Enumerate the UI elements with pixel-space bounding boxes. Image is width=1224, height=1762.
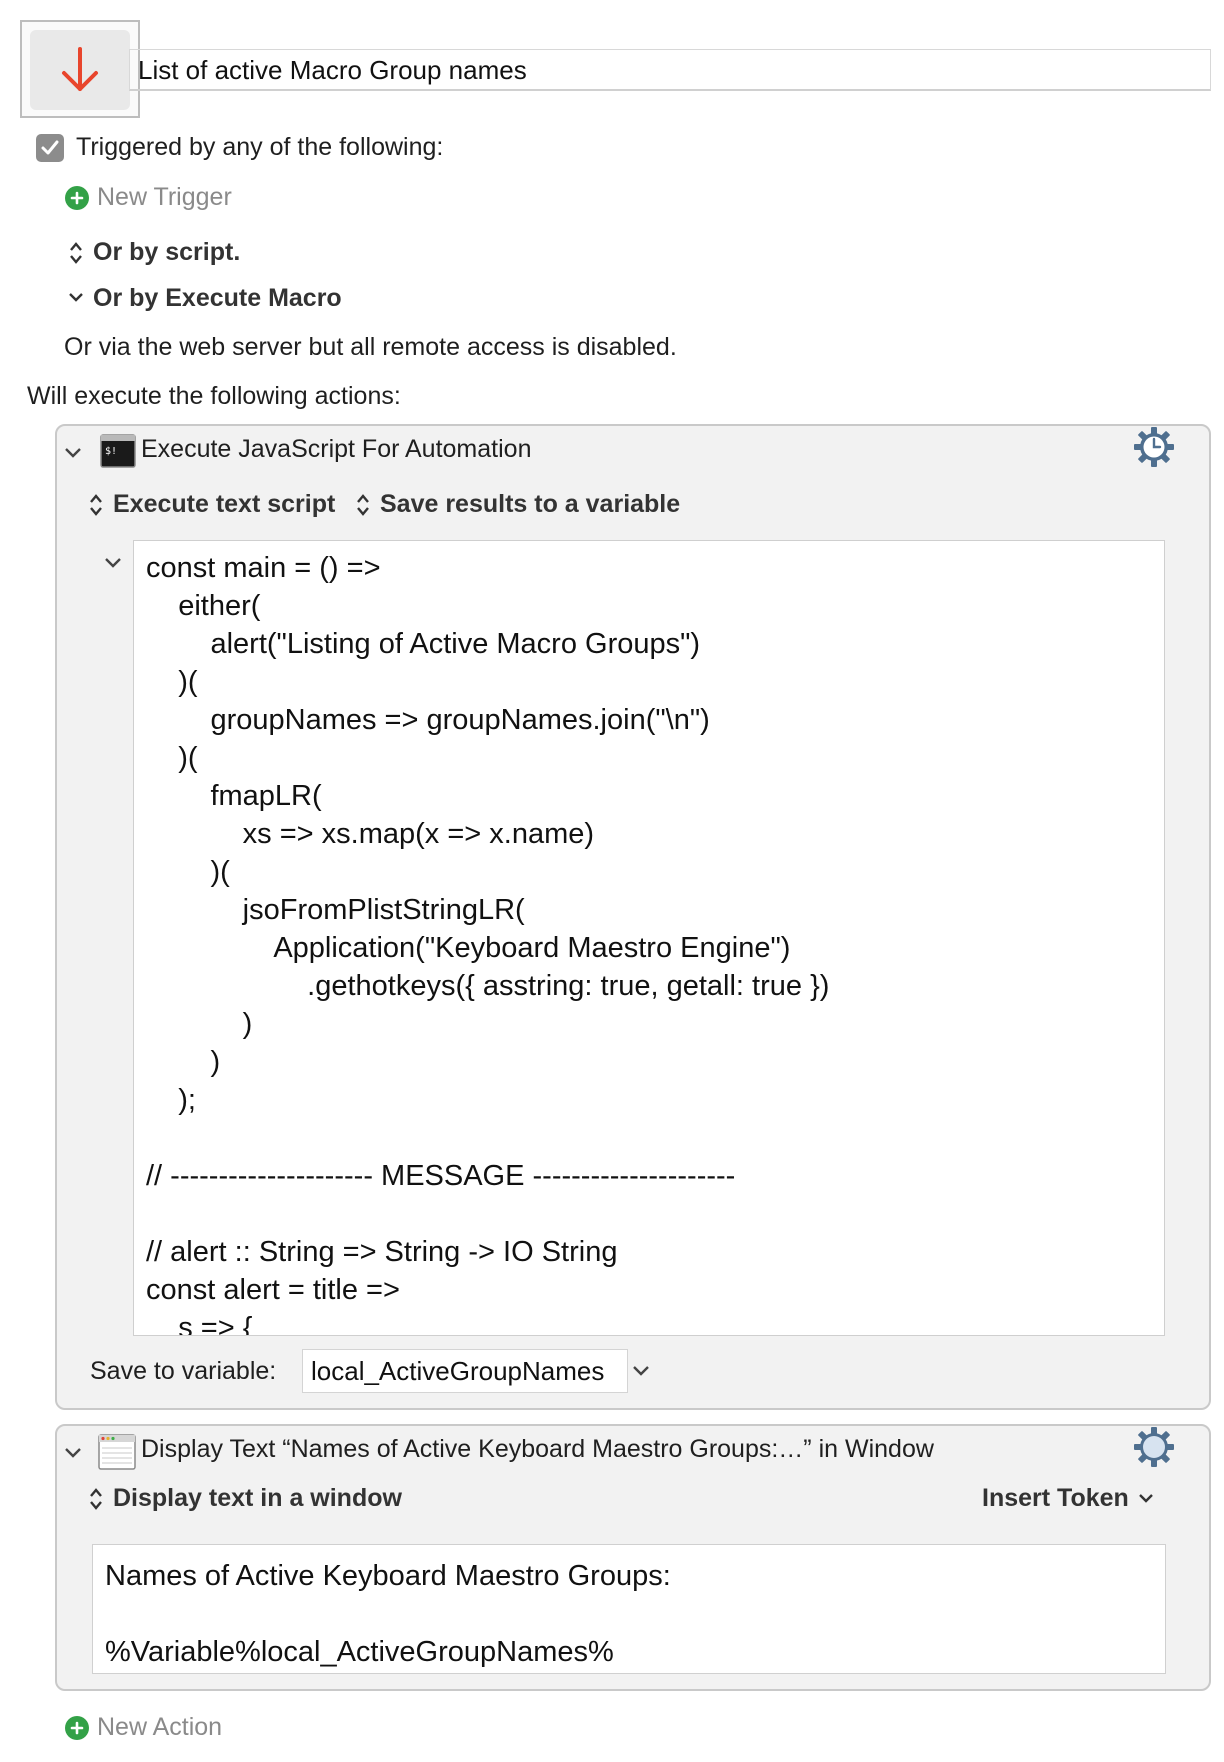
terminal-icon: $! — [100, 434, 136, 470]
display-text-editor[interactable]: Names of Active Keyboard Maestro Groups:… — [92, 1544, 1166, 1674]
chevron-down-icon[interactable] — [632, 1364, 650, 1383]
updown-chevron-icon[interactable] — [68, 240, 84, 271]
down-arrow-icon — [30, 30, 130, 110]
script-collapse-chevron-icon[interactable] — [104, 556, 122, 575]
display-mode-popup[interactable]: Display text in a window — [113, 1484, 402, 1512]
chevron-down-icon[interactable] — [1138, 1492, 1154, 1511]
actions-heading: Will execute the following actions: — [27, 382, 401, 410]
macro-name-field[interactable]: List of active Macro Group names — [129, 49, 1211, 91]
gear-clock-icon[interactable] — [1133, 426, 1175, 468]
chevron-down-icon[interactable] — [68, 290, 84, 309]
script-editor[interactable]: const main = () => either( alert("Listin… — [133, 540, 1165, 1336]
new-action-button[interactable]: New Action — [97, 1713, 223, 1741]
execute-mode-popup[interactable]: Execute text script — [113, 490, 336, 518]
collapse-chevron-icon[interactable] — [64, 446, 82, 465]
new-trigger-button[interactable]: New Trigger — [97, 183, 232, 211]
window-icon — [98, 1434, 136, 1470]
display-text: Names of Active Keyboard Maestro Groups:… — [105, 1560, 671, 1668]
script-text: const main = () => either( alert("Listin… — [146, 552, 830, 1336]
save-results-popup[interactable]: Save results to a variable — [380, 490, 681, 518]
checkmark-icon — [41, 140, 59, 155]
web-server-note: Or via the web server but all remote acc… — [64, 333, 677, 361]
variable-name-field[interactable]: local_ActiveGroupNames — [302, 1349, 628, 1393]
updown-chevron-icon[interactable] — [88, 1486, 104, 1517]
updown-chevron-icon[interactable] — [88, 492, 104, 523]
triggers-heading: Triggered by any of the following: — [76, 133, 444, 161]
svg-text:$!: $! — [105, 446, 117, 457]
action-title: Display Text “Names of Active Keyboard M… — [141, 1435, 934, 1463]
macro-icon-well[interactable] — [20, 20, 140, 118]
triggered-checkbox[interactable] — [36, 134, 64, 162]
collapse-chevron-icon[interactable] — [64, 1446, 82, 1465]
action-title: Execute JavaScript For Automation — [141, 435, 532, 463]
save-to-variable-label: Save to variable: — [90, 1357, 277, 1385]
updown-chevron-icon[interactable] — [355, 492, 371, 523]
insert-token-button[interactable]: Insert Token — [982, 1484, 1129, 1512]
by-script-popup[interactable]: Or by script. — [93, 238, 241, 266]
by-execute-macro-disclosure[interactable]: Or by Execute Macro — [93, 284, 342, 312]
plus-icon[interactable] — [65, 186, 89, 210]
gear-icon[interactable] — [1133, 1426, 1175, 1468]
plus-icon[interactable] — [65, 1716, 89, 1740]
